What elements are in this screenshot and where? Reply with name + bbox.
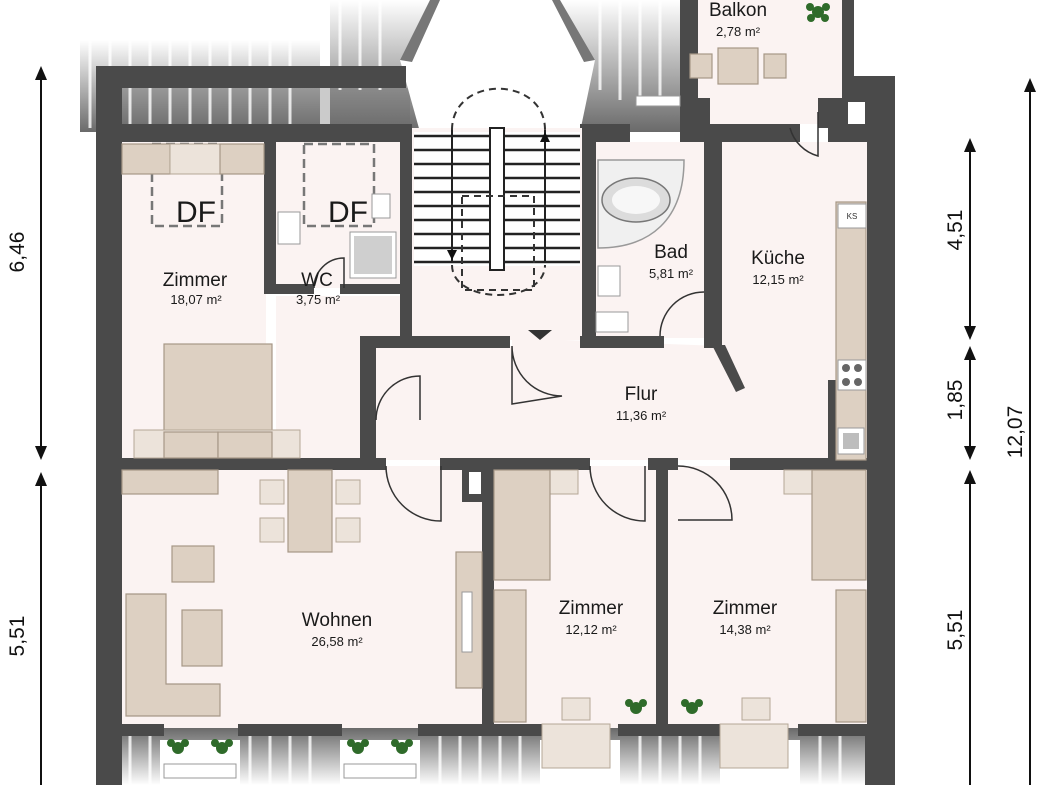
balkon-furniture <box>689 3 830 85</box>
zimmer-mid-furniture <box>493 469 647 723</box>
walls <box>96 0 895 785</box>
room-labels: Balkon 2,78 m² DF DF Zimmer 18,07 m² WC … <box>163 0 858 649</box>
dimension-labels: 6,46 5,51 4,51 1,85 5,51 12,07 <box>6 210 1027 657</box>
kueche-furniture <box>789 112 867 461</box>
wohnen-name: Wohnen <box>302 610 372 631</box>
wc-fixtures <box>277 193 397 289</box>
zimmer-mid-area: 12,12 m² <box>565 622 617 637</box>
flur-area: 11,36 m² <box>616 408 667 423</box>
wc-area: 3,75 m² <box>296 292 341 307</box>
wc-name: WC <box>301 270 333 291</box>
wc-df-label: DF <box>328 196 368 229</box>
zimmer-se-furniture <box>681 469 867 723</box>
dimensions-right <box>964 78 1036 785</box>
zimmer-se-name: Zimmer <box>713 598 778 619</box>
bottom-wall <box>96 724 870 736</box>
zimmer-nw-area: 18,07 m² <box>170 292 222 307</box>
dim-right-total: 12,07 <box>1004 406 1027 459</box>
zimmer-nw-furniture <box>121 143 301 459</box>
bad-area: 5,81 m² <box>649 266 694 281</box>
dim-left-bottom: 5,51 <box>6 616 29 657</box>
dimensions-left <box>35 66 47 785</box>
dim-right-bottom: 5,51 <box>944 610 967 651</box>
windows <box>163 95 789 779</box>
zimmer-mid-name: Zimmer <box>559 598 624 619</box>
dim-left-top: 6,46 <box>6 232 29 273</box>
wohnen-furniture <box>121 469 483 754</box>
zimmer-nw-name: Zimmer <box>163 270 228 291</box>
zimmer-se-area: 14,38 m² <box>719 622 771 637</box>
bad-fixtures <box>595 159 705 337</box>
dim-right-mid: 1,85 <box>944 380 967 421</box>
staircase <box>414 87 580 340</box>
fridge-label: KS <box>847 212 858 221</box>
balkon-area: 2,78 m² <box>716 24 761 39</box>
zimmer-nw-df-label: DF <box>176 196 216 229</box>
flur-name: Flur <box>625 384 658 405</box>
kueche-name: Küche <box>751 248 805 269</box>
balkon-name: Balkon <box>709 0 767 21</box>
kueche-area: 12,15 m² <box>752 272 804 287</box>
interior-walls <box>120 98 870 728</box>
bad-name: Bad <box>654 242 688 263</box>
flur-doors <box>375 345 733 522</box>
wohnen-area: 26,58 m² <box>311 634 363 649</box>
dim-right-top: 4,51 <box>944 210 967 251</box>
